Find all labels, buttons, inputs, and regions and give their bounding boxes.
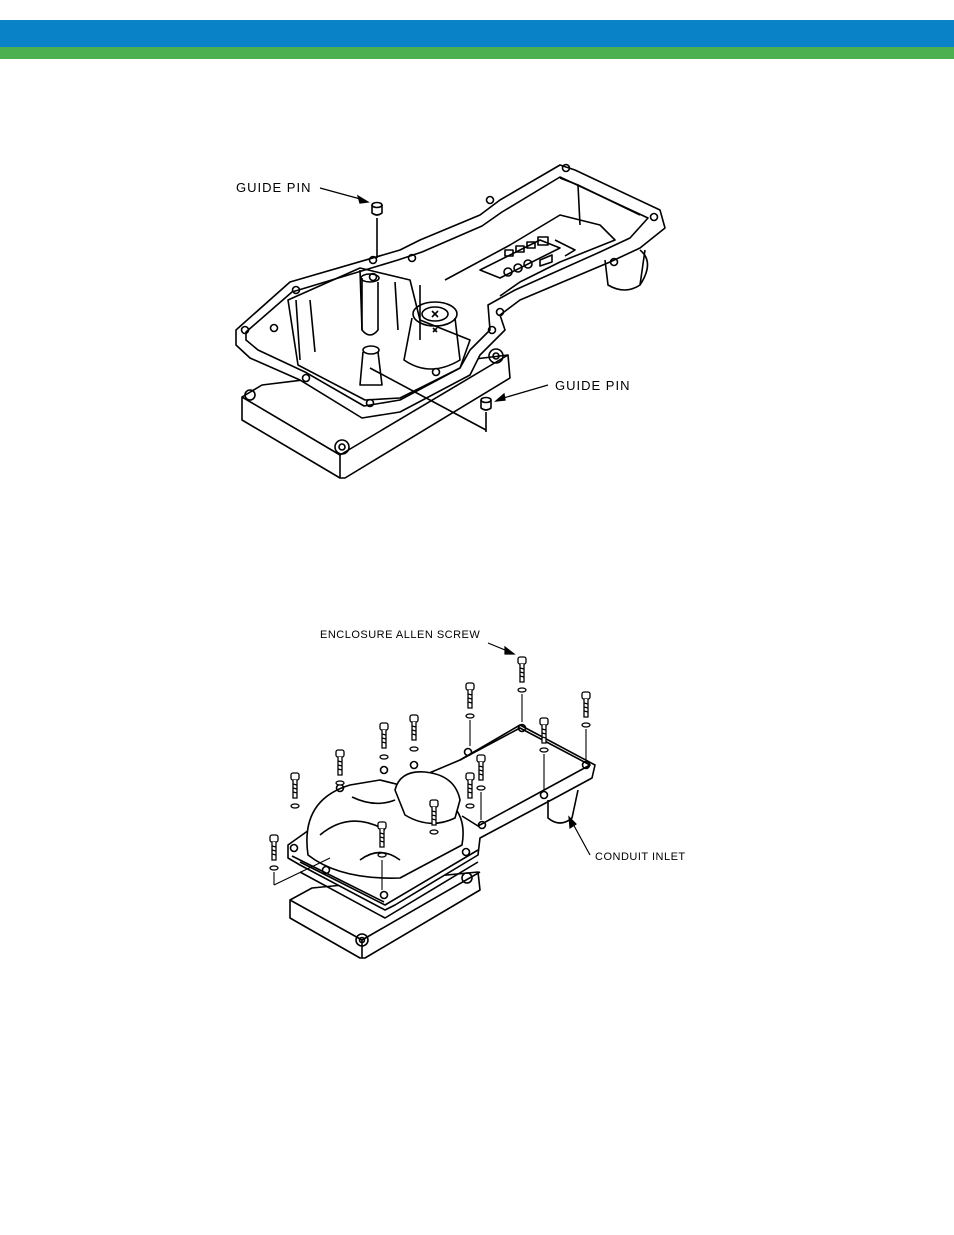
guide-pin-label-top: GUIDE PIN (236, 180, 311, 195)
guide-pin-label-right: GUIDE PIN (555, 378, 630, 393)
conduit-inlet-label: CONDUIT INLET (595, 851, 686, 863)
enclosure-allen-screw-label: ENCLOSURE ALLEN SCREW (320, 629, 480, 641)
